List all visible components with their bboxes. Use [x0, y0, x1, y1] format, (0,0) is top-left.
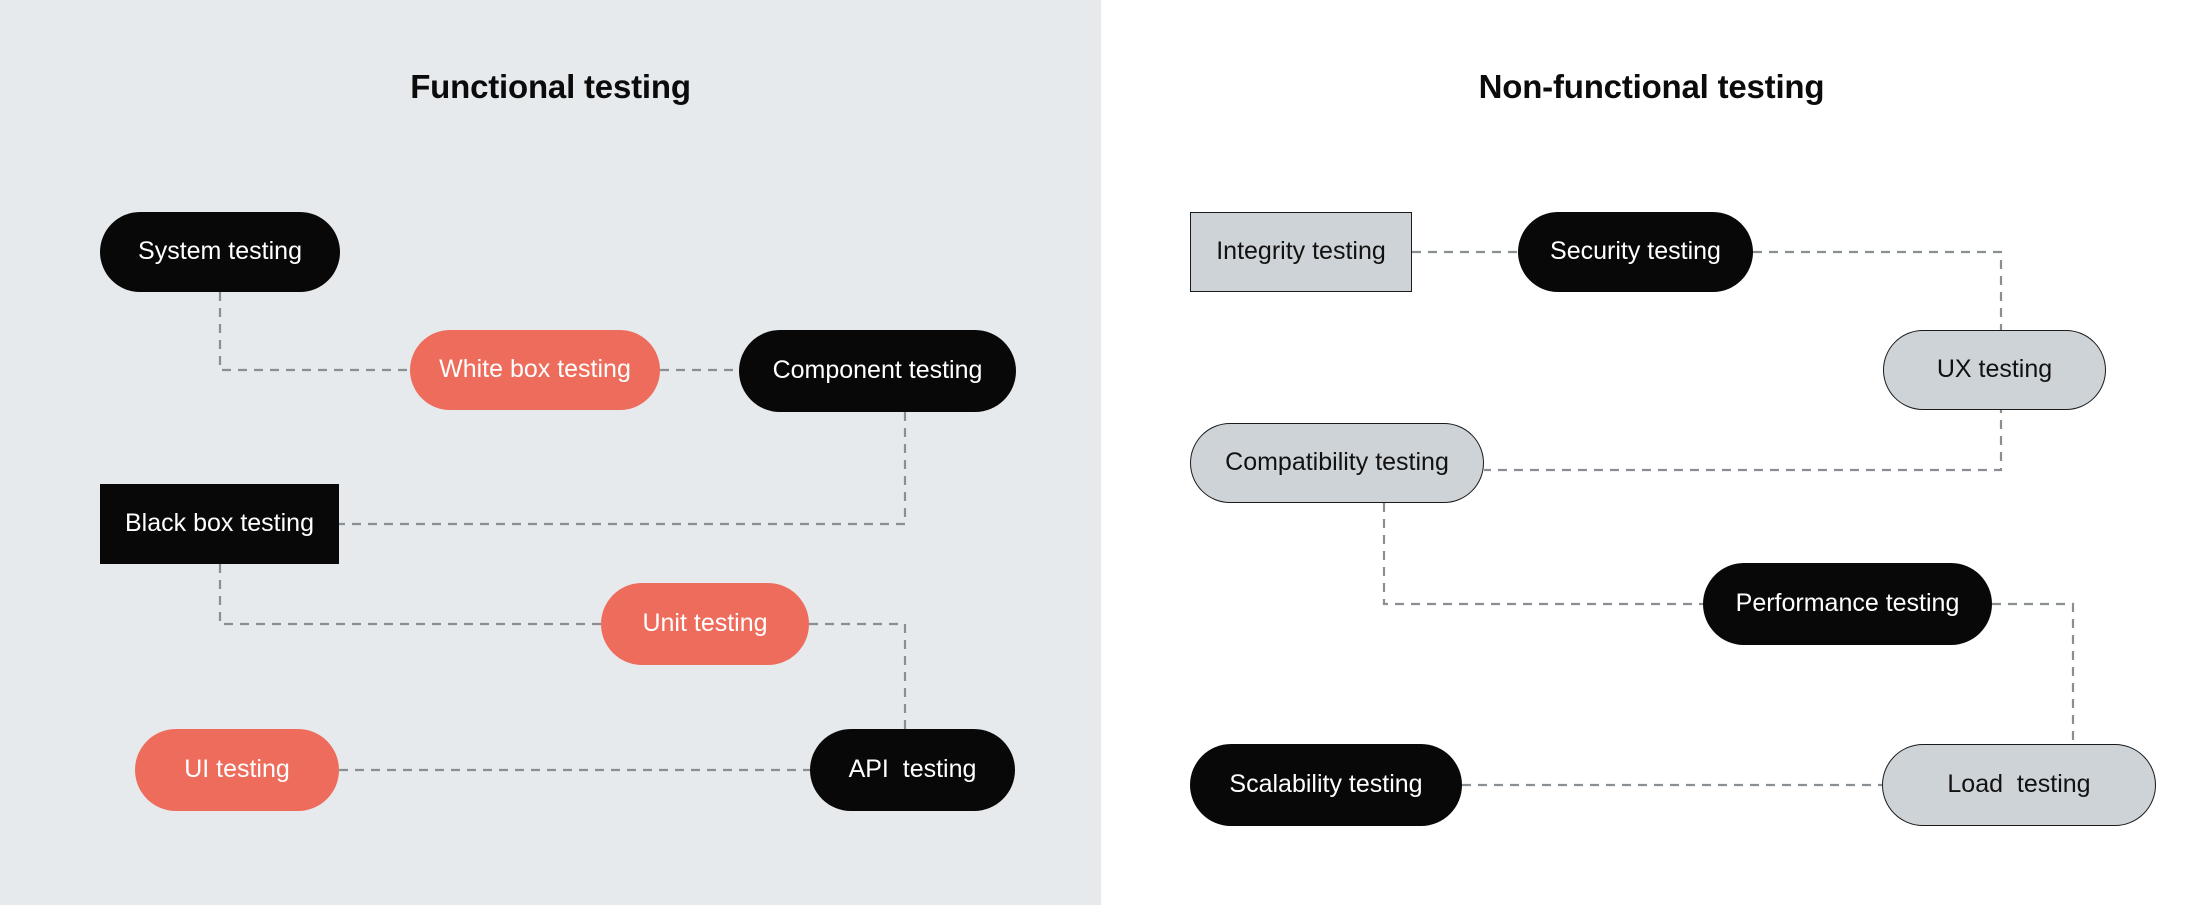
node-label: Black box testing — [125, 509, 314, 538]
panel-title-non-functional: Non-functional testing — [1478, 68, 1825, 105]
node-white-box-testing[interactable]: White box testing — [410, 330, 660, 410]
node-label: Scalability testing — [1229, 770, 1423, 799]
node-performance-testing[interactable]: Performance testing — [1703, 563, 1992, 645]
node-label: System testing — [138, 237, 302, 266]
node-label: Compatibility testing — [1225, 448, 1449, 477]
node-ux-testing[interactable]: UX testing — [1883, 330, 2106, 410]
node-system-testing[interactable]: System testing — [100, 212, 340, 292]
node-label: API testing — [848, 755, 977, 784]
node-integrity-testing[interactable]: Integrity testing — [1190, 212, 1412, 292]
node-ui-testing[interactable]: UI testing — [135, 729, 339, 811]
node-label: Component testing — [772, 356, 983, 385]
node-label: Performance testing — [1735, 589, 1960, 618]
node-api-testing[interactable]: API testing — [810, 729, 1015, 811]
node-label: Integrity testing — [1216, 237, 1386, 266]
node-label: UI testing — [184, 755, 290, 784]
node-scalability-testing[interactable]: Scalability testing — [1190, 744, 1462, 826]
panel-title-functional: Functional testing — [410, 68, 691, 105]
node-security-testing[interactable]: Security testing — [1518, 212, 1753, 292]
node-label: Load testing — [1947, 770, 2091, 799]
node-black-box-testing[interactable]: Black box testing — [100, 484, 339, 564]
node-component-testing[interactable]: Component testing — [739, 330, 1016, 412]
node-label: Security testing — [1550, 237, 1721, 266]
node-load-testing[interactable]: Load testing — [1882, 744, 2156, 826]
node-label: White box testing — [439, 355, 631, 384]
node-compatibility-testing[interactable]: Compatibility testing — [1190, 423, 1484, 503]
node-label: UX testing — [1936, 355, 2053, 384]
node-label: Unit testing — [642, 609, 768, 638]
node-unit-testing[interactable]: Unit testing — [601, 583, 809, 665]
